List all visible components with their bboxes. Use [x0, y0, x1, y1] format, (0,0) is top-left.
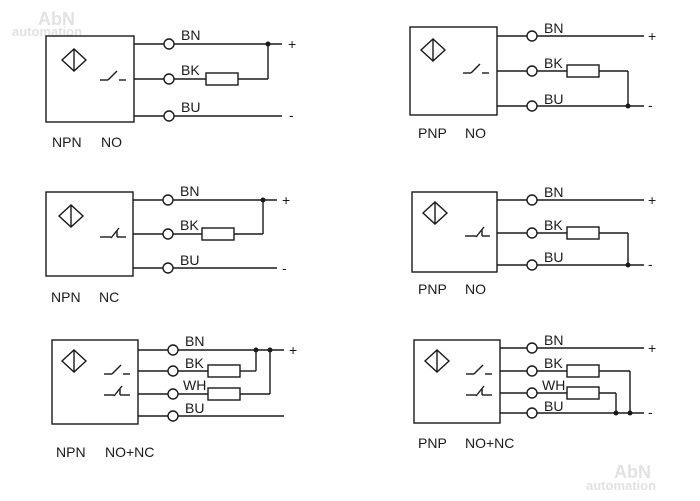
diagram-pnp-nonc: [413, 339, 644, 424]
diagram-npn-nonc: [51, 339, 284, 425]
wire-label-bk: BK: [544, 355, 563, 371]
wire-label-bu: BU: [180, 252, 199, 268]
load-resistor: [566, 226, 600, 240]
diagram-npn-nc: [45, 191, 277, 277]
terminal-minus: -: [648, 404, 653, 420]
diagram-npn-no: [45, 35, 282, 123]
wire-label-bn: BN: [544, 332, 563, 348]
no-contact-icon: [463, 63, 489, 74]
watermark-sub-bottom: automation: [586, 478, 656, 493]
load-resistor-1: [566, 364, 600, 378]
watermark-brand-bottom: AbN: [614, 462, 651, 482]
sensor-body: [411, 191, 498, 273]
load-resistor: [201, 227, 235, 241]
sensor-body: [45, 191, 134, 277]
terminal-plus: +: [289, 342, 297, 358]
nc-contact-icon: [466, 385, 492, 397]
diagram-pnp-no: [409, 26, 644, 116]
no-contact-icon: [466, 364, 492, 375]
sensor-icon: [57, 204, 85, 228]
diagram-output: NC: [99, 289, 119, 305]
nc-contact-icon: [100, 227, 126, 239]
diagram-type: NPN: [52, 134, 82, 150]
sensor-icon: [60, 48, 88, 72]
diagram-output: NO+NC: [465, 435, 514, 451]
diagram-type: PNP: [418, 281, 447, 297]
wire-label-bn: BN: [544, 184, 563, 200]
no-contact-icon: [100, 70, 126, 81]
load-resistor-2: [566, 386, 600, 400]
nc-contact-icon: [465, 226, 490, 238]
wire-label-wh: WH: [542, 377, 565, 393]
load-resistor: [205, 72, 239, 86]
wire-label-bu: BU: [185, 400, 204, 416]
diagram-output: NO+NC: [105, 444, 154, 460]
diagram-type: PNP: [418, 435, 447, 451]
wire-label-bk: BK: [180, 217, 199, 233]
diagram-pnp-nc: [411, 191, 644, 273]
diagram-type: NPN: [56, 444, 86, 460]
wire-label-bu: BU: [544, 91, 563, 107]
sensor-icon: [419, 38, 447, 62]
wire-label-bk: BK: [185, 355, 204, 371]
diagram-type: NPN: [51, 289, 81, 305]
terminal-plus: +: [648, 28, 656, 44]
nc-contact-icon: [104, 385, 130, 397]
sensor-body: [413, 339, 501, 424]
watermark-sub-top: automation: [12, 24, 82, 39]
terminal-minus: -: [648, 97, 653, 113]
terminal-minus: -: [289, 107, 294, 123]
wire-label-bn: BN: [180, 183, 199, 199]
terminal-plus: +: [282, 192, 290, 208]
wire-label-bu: BU: [544, 249, 563, 265]
sensor-body: [45, 35, 135, 123]
wire-label-bk: BK: [544, 55, 563, 71]
sensor-icon: [60, 349, 88, 373]
wire-label-bk: BK: [544, 217, 563, 233]
sensor-body: [409, 26, 498, 116]
diagram-type: PNP: [418, 125, 447, 141]
wire-label-bn: BN: [185, 333, 204, 349]
diagram-output: NO: [101, 134, 122, 150]
terminal-plus: +: [648, 192, 656, 208]
diagram-output: NO: [465, 281, 486, 297]
sensor-icon: [421, 201, 449, 225]
terminal-minus: -: [282, 260, 287, 276]
load-resistor-1: [207, 364, 241, 378]
watermark-brand-top: AbN: [38, 9, 75, 29]
wire-label-bu: BU: [181, 99, 200, 115]
wire-label-bn: BN: [544, 20, 563, 36]
wire-label-bu: BU: [544, 398, 563, 414]
wire-label-bn: BN: [181, 27, 200, 43]
wire-label-bk: BK: [181, 62, 200, 78]
diagram-output: NO: [465, 125, 486, 141]
terminal-plus: +: [648, 340, 656, 356]
terminal-minus: -: [648, 256, 653, 272]
load-resistor-2: [207, 387, 241, 401]
sensor-icon: [423, 349, 451, 373]
load-resistor: [566, 64, 600, 78]
terminal-plus: +: [288, 36, 296, 52]
wire-label-wh: WH: [183, 377, 206, 393]
no-contact-icon: [104, 364, 130, 375]
sensor-body: [51, 339, 139, 425]
